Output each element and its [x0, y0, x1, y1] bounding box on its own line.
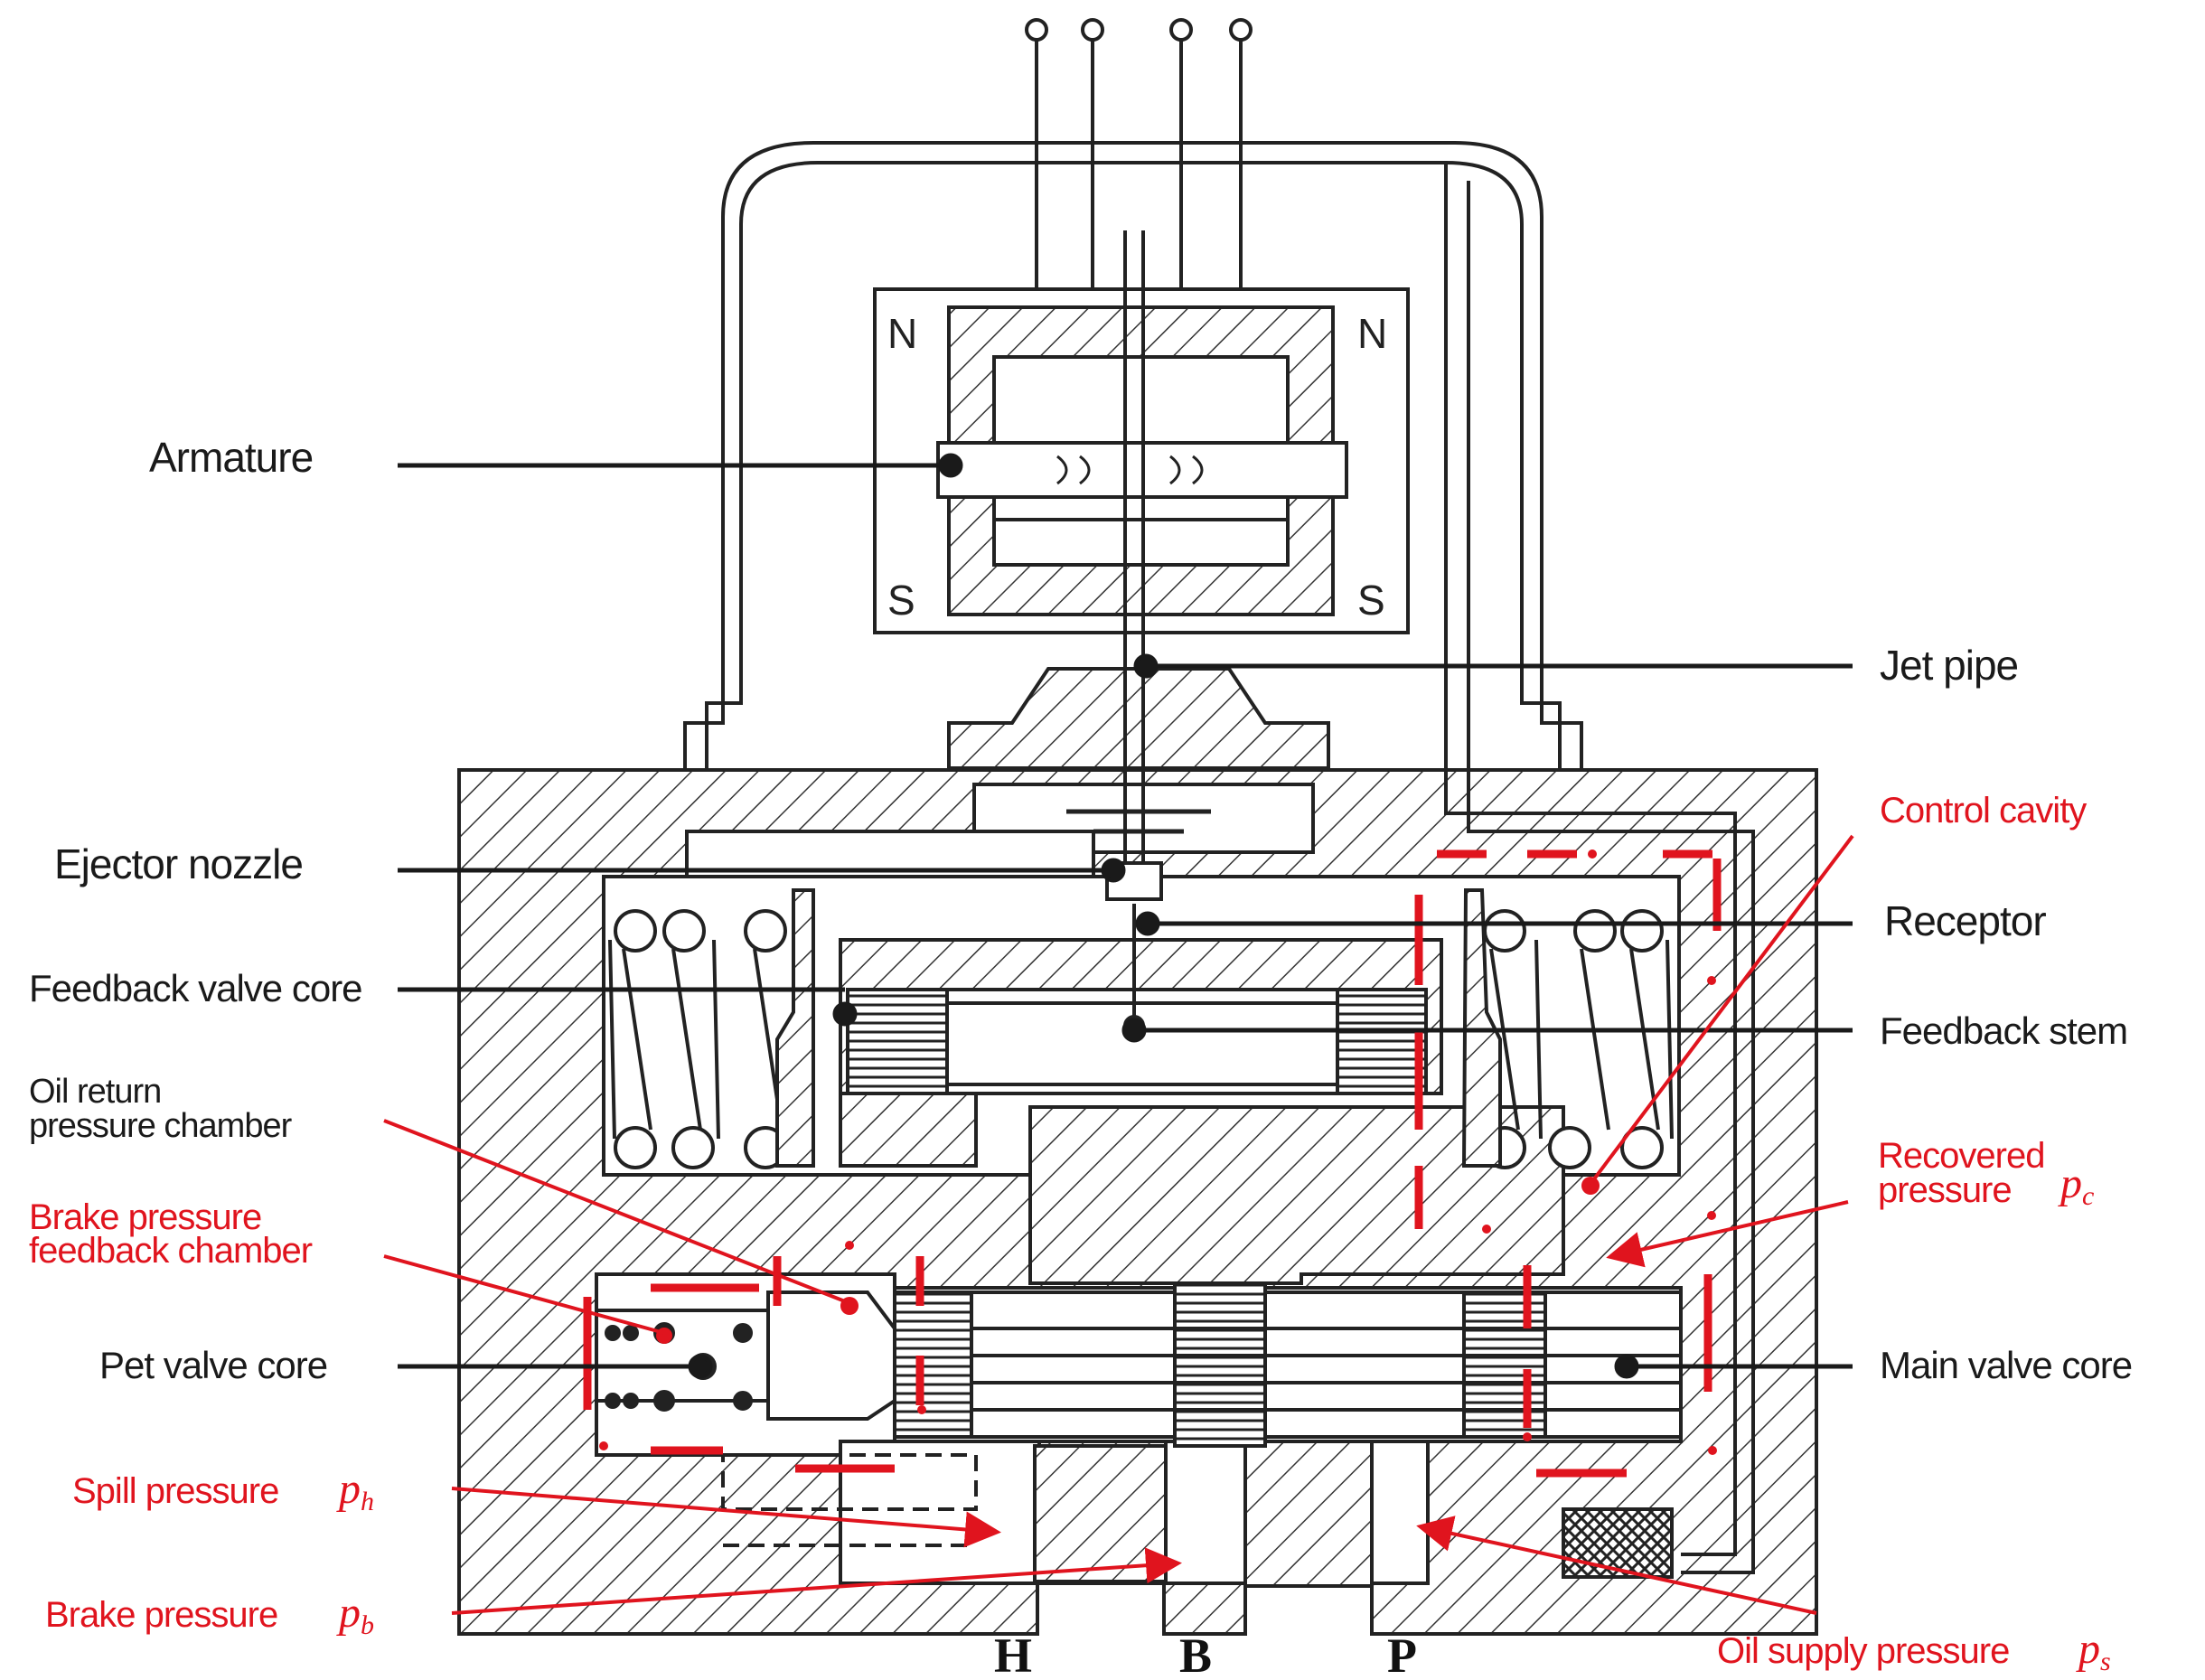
pole-s-right: S	[1357, 577, 1385, 624]
label-oil-return-2: pressure chamber	[29, 1107, 293, 1145]
label-brake-feedback-1: Brake pressure	[29, 1197, 261, 1237]
red-leaders	[383, 834, 1854, 1615]
label-main-valve-core: Main valve core	[1880, 1344, 2132, 1386]
label-recovered-2: pressure	[1878, 1170, 2012, 1210]
label-jet-pipe: Jet pipe	[1880, 642, 2018, 689]
filter-element	[1562, 1507, 1674, 1579]
port-h: H	[994, 1628, 1032, 1680]
label-oil-supply-pressure: Oil supply pressure	[1717, 1631, 2009, 1671]
label-brake-feedback-2: feedback chamber	[29, 1231, 313, 1271]
pole-n-right: N	[1357, 310, 1387, 357]
port-p: P	[1387, 1628, 1417, 1680]
pole-n-left: N	[887, 310, 917, 357]
label-pet-valve-core: Pet valve core	[99, 1344, 327, 1386]
port-b: B	[1179, 1628, 1212, 1680]
symbol-pc: pc	[2058, 1159, 2094, 1211]
feedback-valve-core	[846, 988, 1428, 1095]
torque-motor: N N S S	[873, 287, 1410, 634]
label-recovered-1: Recovered	[1878, 1136, 2044, 1176]
black-leaders	[398, 453, 1853, 1379]
label-receptor: Receptor	[1884, 897, 2046, 944]
label-brake-pressure: Brake pressure	[45, 1595, 277, 1635]
red-chamber-outlines	[583, 849, 1722, 1478]
symbol-ph: ph	[336, 1465, 374, 1516]
symbol-ps: ps	[2076, 1625, 2111, 1676]
label-armature: Armature	[149, 434, 313, 481]
label-control-cavity: Control cavity	[1880, 791, 2087, 831]
label-feedback-stem: Feedback stem	[1880, 1009, 2127, 1052]
pet-valve-core	[595, 1291, 896, 1421]
pole-s-left: S	[887, 577, 915, 624]
cover-housing	[683, 141, 1583, 770]
label-oil-return-1: Oil return	[29, 1073, 161, 1111]
left-springs	[608, 888, 815, 1169]
main-valve-core	[893, 1281, 1683, 1448]
pipe-mount	[947, 667, 1330, 770]
label-spill-pressure: Spill pressure	[72, 1471, 278, 1511]
label-ejector-nozzle: Ejector nozzle	[54, 840, 303, 887]
symbol-pb: pb	[336, 1589, 374, 1640]
label-feedback-valve-core: Feedback valve core	[29, 967, 362, 1009]
